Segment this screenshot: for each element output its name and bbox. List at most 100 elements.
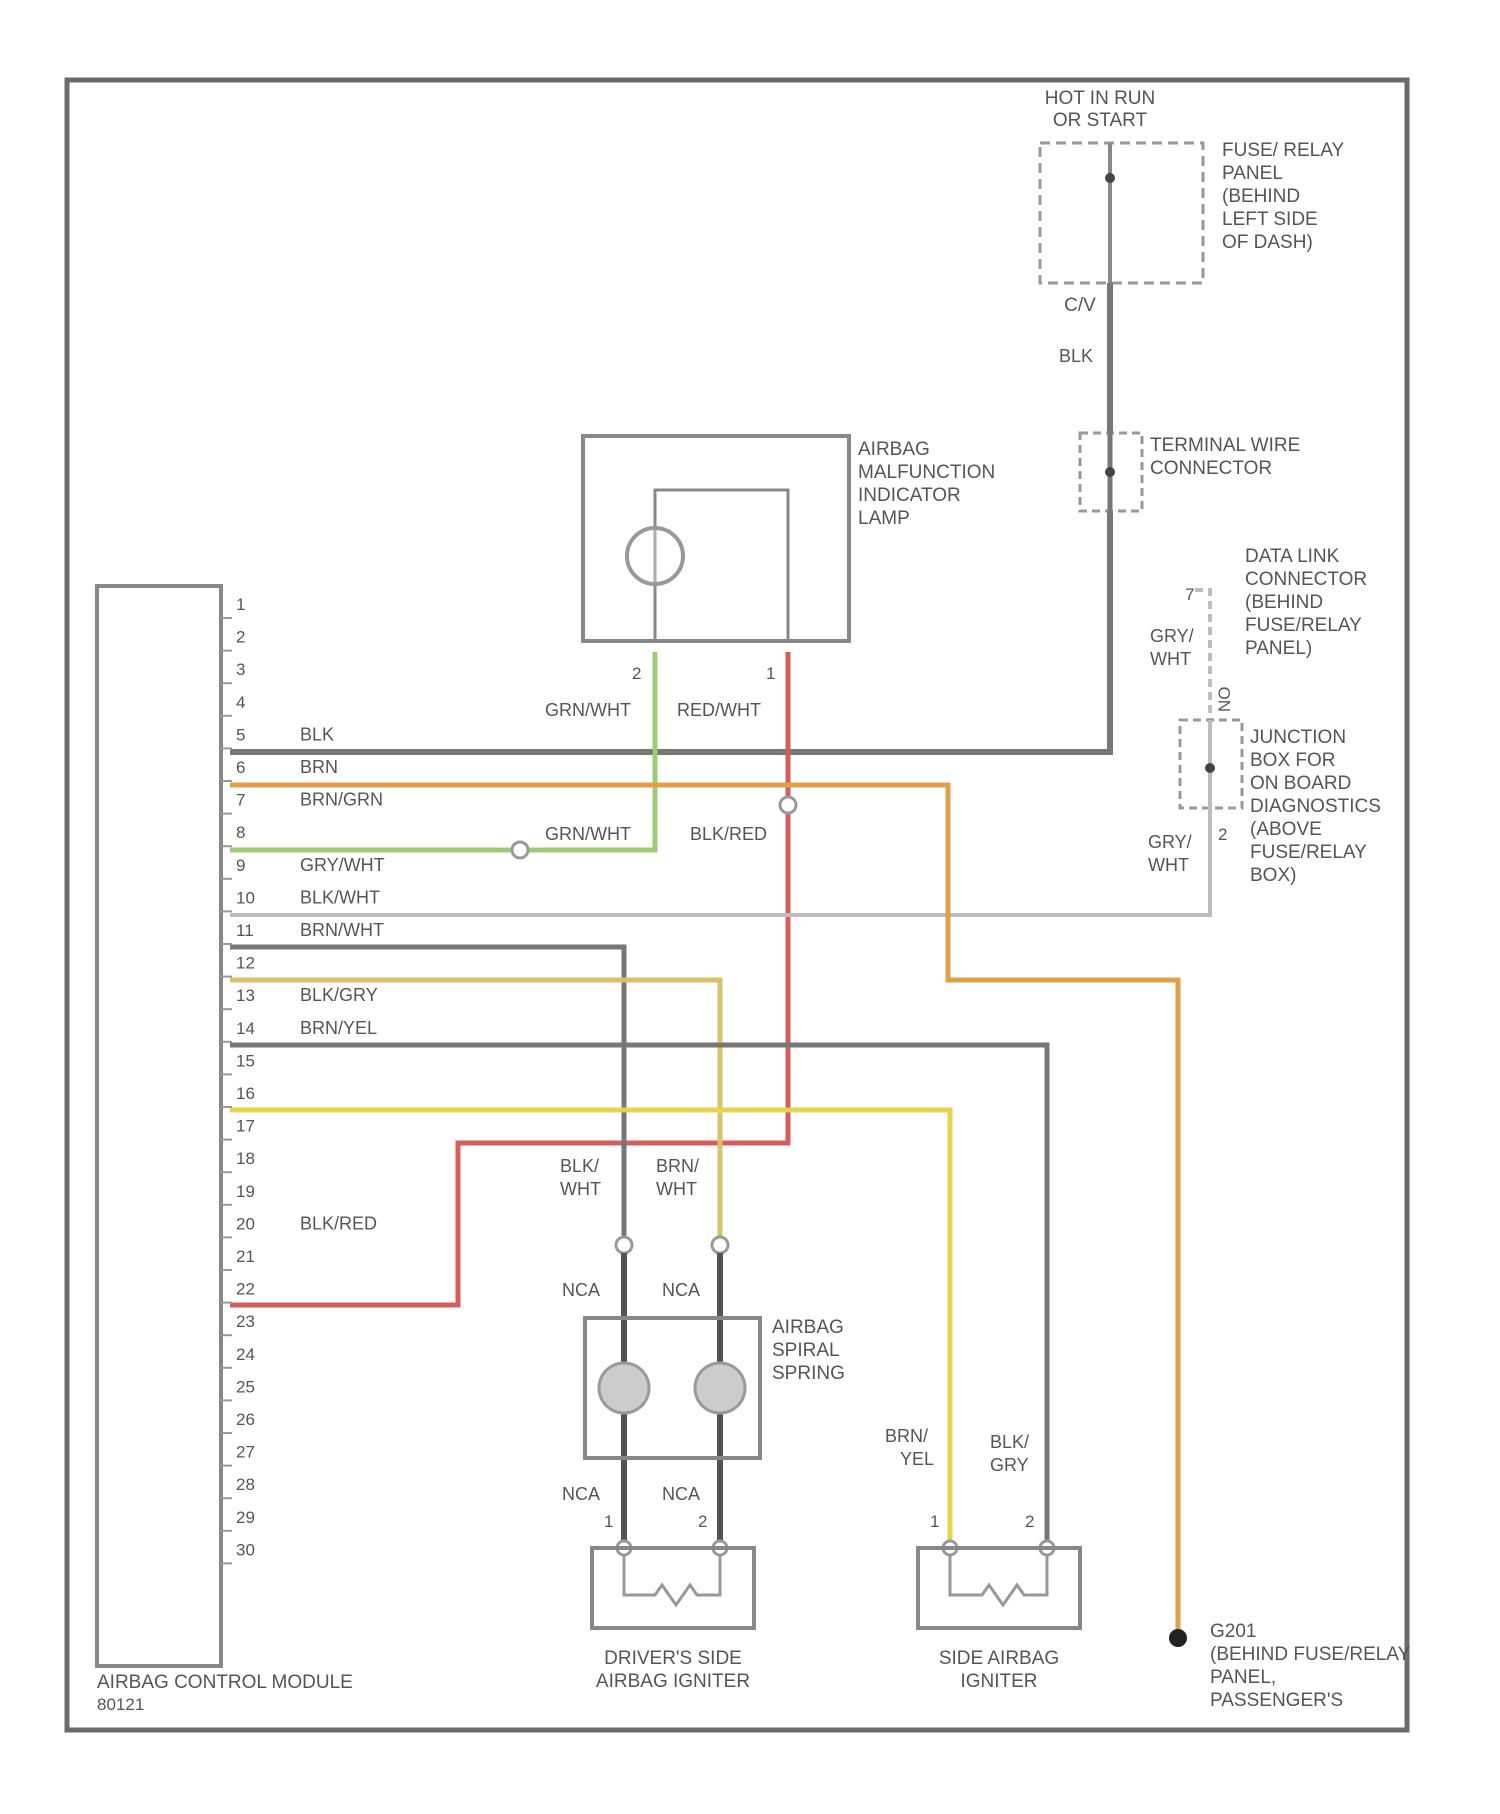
data-link-label-2: CONNECTOR <box>1245 569 1367 590</box>
nca-label-3: NCA <box>562 1484 600 1504</box>
data-link-label-1: DATA LINK <box>1245 546 1340 567</box>
wire-grn-wht-mid-label: GRN/WHT <box>545 824 631 844</box>
junction-node <box>1205 763 1215 773</box>
spiral-wire-right-label-1: BRN/ <box>656 1156 699 1176</box>
spiral-wire-left-label-1: BLK/ <box>560 1156 599 1176</box>
module-pin-17: 17 <box>236 1117 255 1136</box>
inline-connector-green <box>512 842 528 858</box>
figure-id: 80121 <box>97 1695 144 1714</box>
spiral-coil-left-icon <box>599 1363 649 1413</box>
data-link-pin: 7 <box>1185 585 1194 604</box>
module-pin-10: 10 <box>236 888 255 907</box>
module-pin-29: 29 <box>236 1508 255 1527</box>
dl-mid-label: NO <box>1215 687 1234 713</box>
module-pin-19: 19 <box>236 1182 255 1201</box>
data-link-label-5: PANEL) <box>1245 638 1312 659</box>
module-pin-11: 11 <box>236 921 254 940</box>
fuse-panel-label-5: OF DASH) <box>1222 232 1313 253</box>
module-wire-label-13: BLK/GRY <box>300 985 378 1005</box>
driver-airbag-igniter <box>592 1548 754 1628</box>
module-pin-26: 26 <box>236 1410 255 1429</box>
lamp-wire-right-label: RED/WHT <box>677 700 761 720</box>
module-pin-20: 20 <box>236 1214 255 1233</box>
junction-label-7: BOX) <box>1250 865 1296 886</box>
junction-label-5: (ABOVE <box>1250 819 1322 840</box>
driver-igniter-label-1: DRIVER'S SIDE <box>604 1648 742 1669</box>
wire-blk-red-mid-label: BLK/RED <box>690 824 767 844</box>
nca-label-1: NCA <box>562 1280 600 1300</box>
side-igniter-label-1: SIDE AIRBAG <box>939 1648 1059 1669</box>
module-wire-label-11: BRN/WHT <box>300 920 384 940</box>
module-pin-8: 8 <box>236 823 245 842</box>
junction-label-3: ON BOARD <box>1250 773 1351 794</box>
module-pin-5: 5 <box>236 725 245 744</box>
side-wire-left-label-1: BRN/ <box>885 1426 928 1446</box>
module-pin-22: 22 <box>236 1280 255 1299</box>
lamp-pin-1: 1 <box>766 664 775 683</box>
module-pin-25: 25 <box>236 1377 255 1396</box>
side-wire-left-label-2: YEL <box>900 1449 934 1469</box>
jb-wire-label-1: GRY/ <box>1148 832 1192 852</box>
module-pin-14: 14 <box>236 1019 255 1038</box>
connector-node <box>1105 467 1115 477</box>
module-wire-label-14: BRN/YEL <box>300 1018 377 1038</box>
data-link-stub <box>1195 590 1210 720</box>
module-pin-28: 28 <box>236 1475 255 1494</box>
hot-label-1: HOT IN RUN <box>1045 88 1155 109</box>
spiral-connector-left <box>616 1237 632 1253</box>
spiral-wire-right-label-2: WHT <box>656 1179 697 1199</box>
diagram-frame <box>67 80 1407 1730</box>
module-pin-12: 12 <box>236 954 255 973</box>
module-pin-23: 23 <box>236 1312 255 1331</box>
driver-igniter-pin-2: 2 <box>698 1512 707 1531</box>
driver-igniter-element-icon <box>624 1555 720 1605</box>
module-pin-21: 21 <box>236 1247 255 1266</box>
spiral-label-3: SPRING <box>772 1363 845 1384</box>
lamp-label-2: MALFUNCTION <box>858 462 995 483</box>
data-link-label-4: FUSE/RELAY <box>1245 615 1362 636</box>
fuse-node <box>1105 173 1115 183</box>
module-pin-15: 15 <box>236 1051 255 1070</box>
fuse-panel-label-4: LEFT SIDE <box>1222 209 1318 230</box>
lamp-label-3: INDICATOR <box>858 485 961 506</box>
fuse-wire-label: BLK <box>1059 346 1093 366</box>
side-igniter-element-icon <box>950 1555 1047 1605</box>
module-wire-label-9: GRY/WHT <box>300 855 385 875</box>
module-wire-label-5: BLK <box>300 724 334 744</box>
fuse-panel-label-1: FUSE/ RELAY <box>1222 140 1344 161</box>
junction-label-6: FUSE/RELAY <box>1250 842 1367 863</box>
module-pin-1: 1 <box>236 595 245 614</box>
fuse-id: C/V <box>1064 295 1096 316</box>
module-pin-27: 27 <box>236 1443 255 1462</box>
nca-label-2: NCA <box>662 1280 700 1300</box>
side-igniter-label-2: IGNITER <box>960 1671 1037 1692</box>
module-wire-label-7: BRN/GRN <box>300 790 383 810</box>
side-wire-right-label-1: BLK/ <box>990 1432 1029 1452</box>
dl-wire-label-2: WHT <box>1150 649 1191 669</box>
hot-label-2: OR START <box>1053 110 1148 131</box>
wire-blk <box>230 283 1110 752</box>
spiral-coil-right-icon <box>695 1363 745 1413</box>
ground-label-1: G201 <box>1210 1621 1256 1642</box>
ground-label-2: (BEHIND FUSE/RELAY <box>1210 1644 1411 1665</box>
ground-label-4: PASSENGER'S <box>1210 1690 1343 1711</box>
module-pin-4: 4 <box>236 693 245 712</box>
driver-igniter-pin-1: 1 <box>604 1512 613 1531</box>
fuse-panel-label-3: (BEHIND <box>1222 186 1300 207</box>
module-pin-18: 18 <box>236 1149 255 1168</box>
ground-label-3: PANEL, <box>1210 1667 1276 1688</box>
side-wire-right-label-2: GRY <box>990 1455 1029 1475</box>
terminal-connector-label-2: CONNECTOR <box>1150 458 1272 479</box>
module-pin-30: 30 <box>236 1540 255 1559</box>
lamp-label-4: LAMP <box>858 508 910 529</box>
spiral-label-1: AIRBAG <box>772 1317 844 1338</box>
side-igniter-pin-1: 1 <box>930 1512 939 1531</box>
spiral-wire-left-label-2: WHT <box>560 1179 601 1199</box>
lamp-label-1: AIRBAG <box>858 439 930 460</box>
indicator-lamp-box <box>583 436 849 641</box>
data-link-label-3: (BEHIND <box>1245 592 1323 613</box>
module-pin-2: 2 <box>236 628 245 647</box>
module-pin-6: 6 <box>236 758 245 777</box>
jb-wire-label-2: WHT <box>1148 855 1189 875</box>
